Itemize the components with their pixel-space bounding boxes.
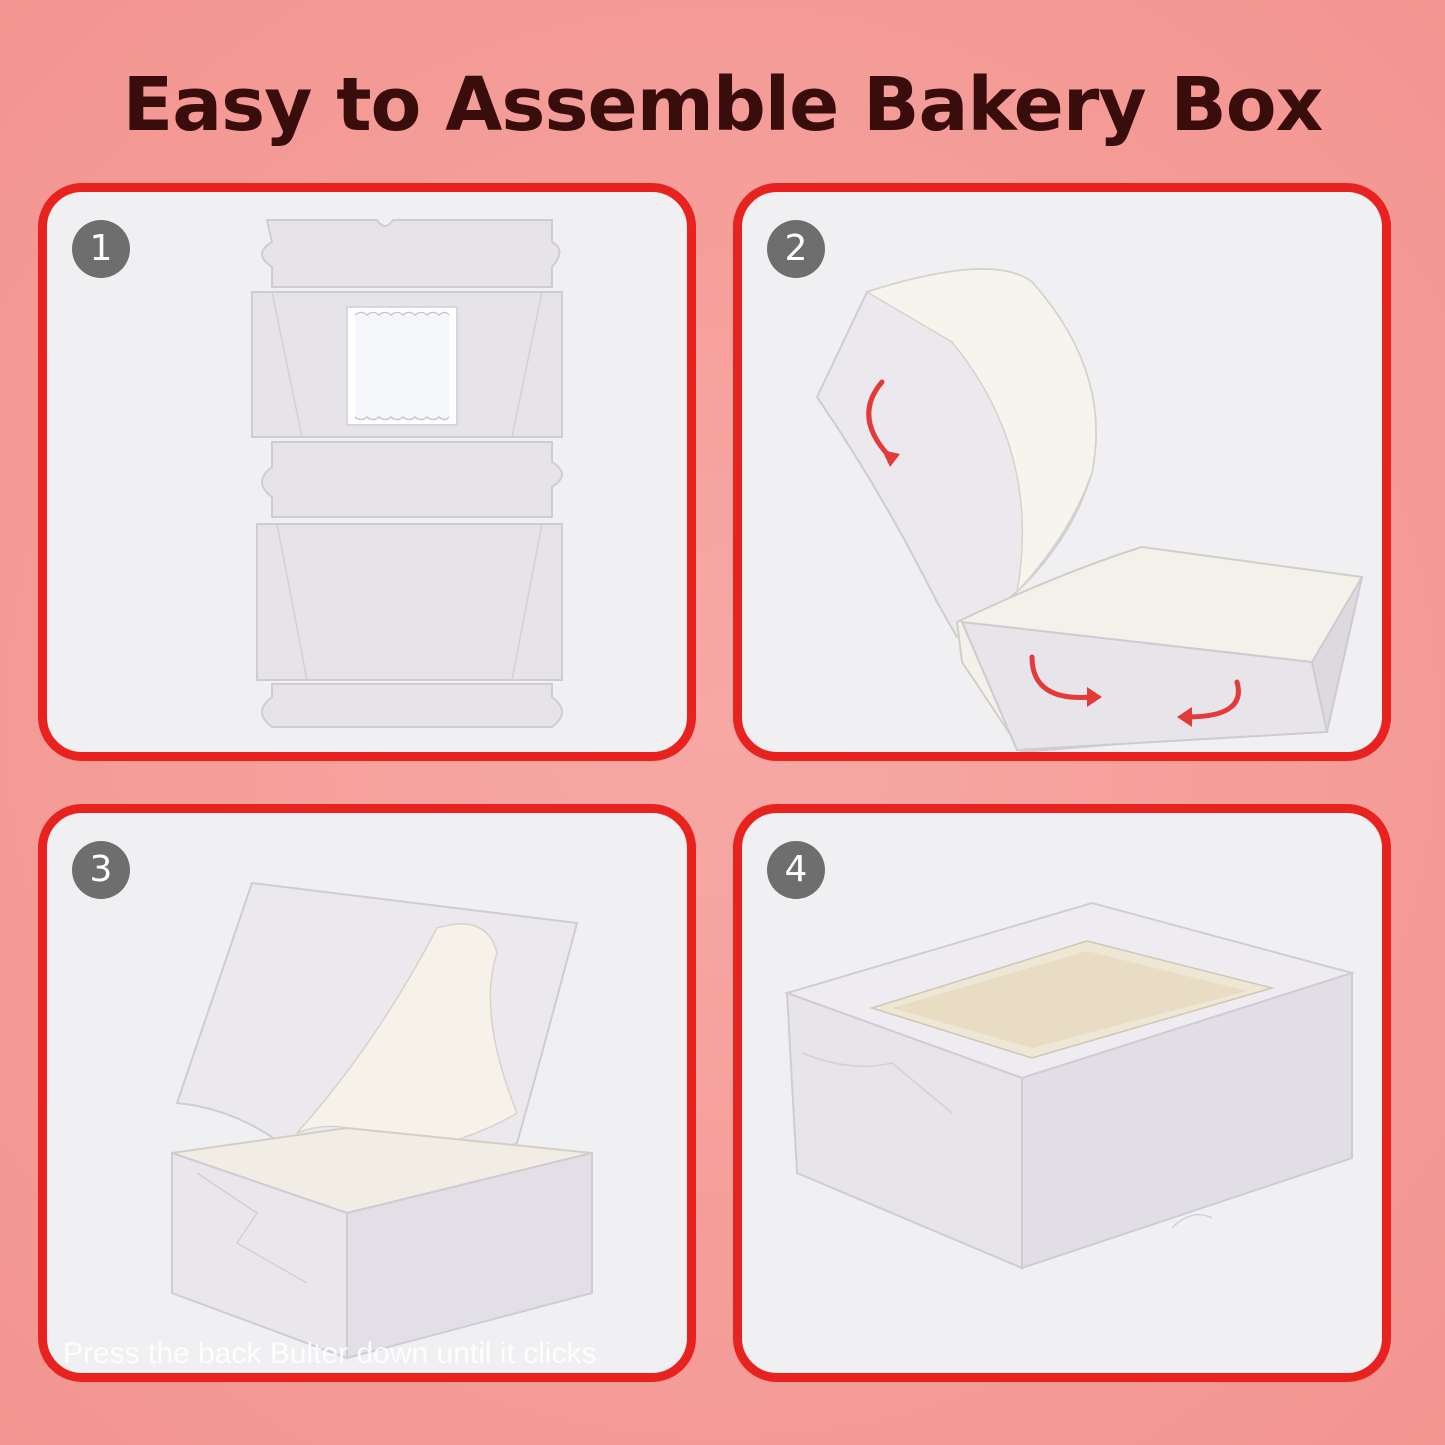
step-3-caption: Press the back Bulter down until it clic…: [63, 1337, 597, 1370]
open-box-image: [171, 881, 593, 1360]
step-2-panel: 2: [733, 183, 1391, 761]
step-3-panel: 3 Press the back Bulter down until it cl…: [38, 804, 696, 1382]
step-1-panel: 1: [38, 183, 696, 761]
step-4-panel: 4: [733, 804, 1391, 1382]
assembled-box-image: [783, 901, 1356, 1270]
step-1-badge: 1: [72, 220, 130, 278]
folding-box-image: [815, 268, 1364, 752]
page-title: Easy to Assemble Bakery Box: [122, 62, 1324, 148]
step-3-badge: 3: [72, 841, 130, 899]
flat-box-blank-image: [251, 219, 563, 728]
step-4-badge: 4: [767, 841, 825, 899]
step-2-badge: 2: [767, 220, 825, 278]
